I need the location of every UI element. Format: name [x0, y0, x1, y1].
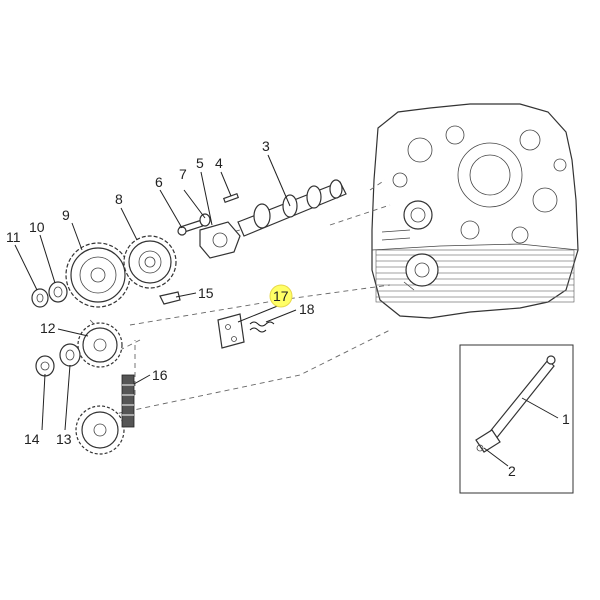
- washer-13: [59, 343, 81, 367]
- callout-13: 13: [56, 431, 72, 447]
- nut-14: [35, 355, 55, 377]
- nut-11: [31, 288, 49, 308]
- callout-6: 6: [155, 174, 163, 190]
- tensioner-spring: [249, 321, 275, 333]
- callout-7: 7: [179, 166, 187, 182]
- gear-large: [65, 242, 131, 308]
- tool-inset: [459, 344, 574, 494]
- callout-9: 9: [62, 207, 70, 223]
- callout-15: 15: [198, 285, 214, 301]
- camshaft: [237, 179, 347, 237]
- callout-4: 4: [215, 155, 223, 171]
- woodruff-key: [159, 291, 181, 305]
- callout-8: 8: [115, 191, 123, 207]
- callout-3: 3: [262, 138, 270, 154]
- callout-11: 11: [6, 229, 21, 245]
- callout-10: 10: [29, 219, 45, 235]
- washer-10: [48, 281, 68, 303]
- timing-chain: [121, 374, 135, 428]
- cam-gear: [123, 235, 177, 289]
- callout-1: 1: [562, 411, 570, 427]
- assembly-guide-lines: [89, 179, 391, 416]
- highlight-17: [269, 284, 293, 308]
- callout-18: 18: [299, 301, 315, 317]
- crank-gear: [75, 405, 125, 455]
- callout-16: 16: [152, 367, 168, 383]
- callout-14: 14: [24, 431, 40, 447]
- callout-5: 5: [196, 155, 204, 171]
- callout-2: 2: [508, 463, 516, 479]
- idler-gear: [77, 322, 123, 368]
- engine-block: [371, 103, 579, 319]
- callout-17: 17: [273, 288, 289, 304]
- callout-labels: 1 2 3 4 5 6 7 8 9 10 11 12 13 14 15 16 1…: [6, 138, 570, 479]
- tensioner-bracket: [217, 313, 245, 349]
- leader-lines: [14, 154, 559, 467]
- washer-7: [199, 213, 211, 227]
- pin: [222, 192, 240, 204]
- callout-12: 12: [40, 320, 56, 336]
- thrust-plate: [199, 221, 241, 259]
